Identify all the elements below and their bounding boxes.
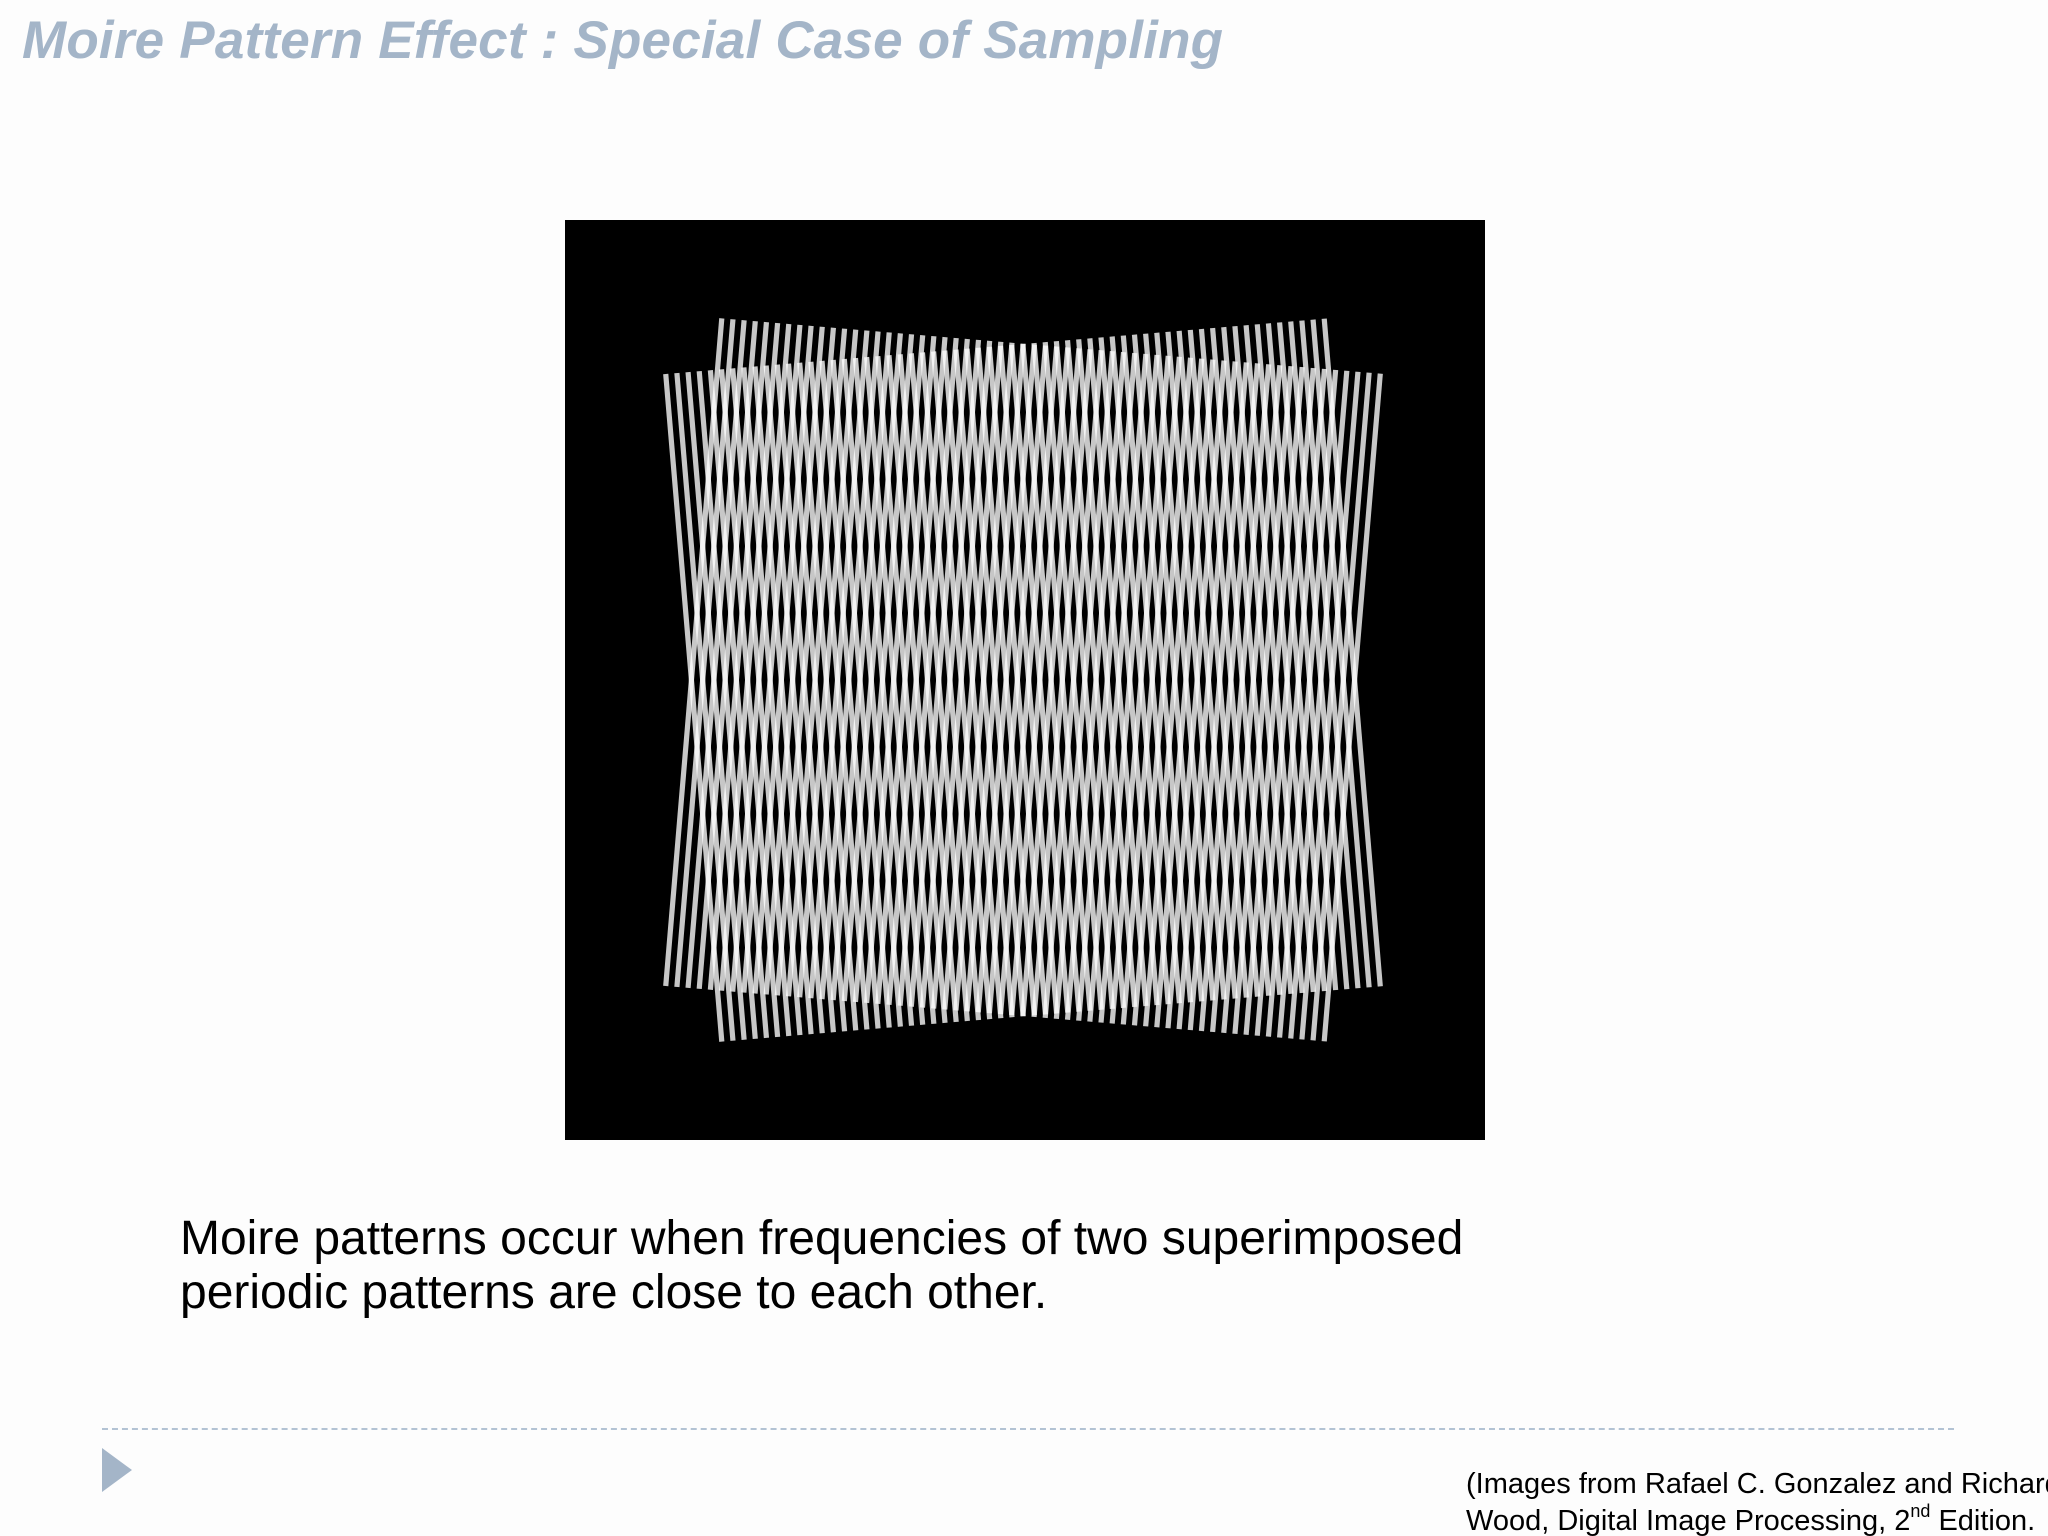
stripe xyxy=(1143,333,1205,1002)
stripe xyxy=(997,345,1060,1014)
stripe xyxy=(1299,320,1361,989)
stripe xyxy=(841,358,903,1027)
stripe xyxy=(663,373,725,1042)
stripe xyxy=(1321,318,1383,987)
stripe xyxy=(1210,327,1272,996)
stripe xyxy=(886,355,948,1024)
slide-title: Moire Pattern Effect : Special Case of S… xyxy=(22,11,1224,70)
stripe xyxy=(707,370,770,1039)
stripe xyxy=(931,351,993,1020)
stripe xyxy=(864,356,926,1025)
stripe xyxy=(1120,335,1182,1004)
citation-line-2-start: Wood, Digital Image Processing, 2 xyxy=(1466,1505,1911,1536)
stripe xyxy=(674,372,736,1041)
stripe xyxy=(852,357,915,1026)
citation-line-2: Wood, Digital Image Processing, 2nd Edit… xyxy=(1466,1501,2048,1536)
stripe xyxy=(1053,340,1116,1010)
stripe xyxy=(1064,340,1127,1009)
stripe xyxy=(808,361,870,1030)
stripe xyxy=(1187,329,1249,998)
stripe xyxy=(1087,338,1149,1007)
stripe xyxy=(1131,334,1194,1003)
stripe xyxy=(1276,322,1339,991)
stripe xyxy=(730,368,792,1037)
stripe xyxy=(763,365,825,1034)
stripe xyxy=(1109,336,1171,1005)
stripe-layer-b xyxy=(663,318,1383,1042)
stripe xyxy=(1098,337,1160,1006)
stripe xyxy=(1254,324,1316,993)
stripe xyxy=(1042,341,1104,1010)
stripe xyxy=(752,366,814,1035)
stripe xyxy=(685,371,747,1040)
stripe xyxy=(830,359,892,1028)
caption-line-2: periodic patterns are close to each othe… xyxy=(180,1266,1048,1319)
stripe xyxy=(1076,339,1138,1008)
stripe xyxy=(1288,321,1350,990)
citation-superscript: nd xyxy=(1910,1501,1931,1522)
stripe xyxy=(986,346,1049,1015)
stripe xyxy=(1020,343,1082,1012)
stripe xyxy=(1165,331,1227,1000)
stripe xyxy=(1009,344,1071,1013)
stripe xyxy=(741,367,803,1036)
stripe xyxy=(785,363,848,1032)
stripe xyxy=(1265,323,1328,992)
stripe xyxy=(1176,330,1238,999)
citation-line-1: (Images from Rafael C. Gonzalez and Rich… xyxy=(1466,1468,2048,1500)
moire-pattern-graphic xyxy=(565,220,1485,1140)
stripe xyxy=(975,347,1037,1016)
triangle-bullet-icon xyxy=(102,1448,132,1492)
stripe xyxy=(797,362,859,1031)
stripe xyxy=(1221,326,1283,995)
stripe xyxy=(1031,342,1093,1011)
caption-text: Moire patterns occur when frequencies of… xyxy=(180,1212,1680,1320)
stripe xyxy=(696,370,758,1040)
stripe xyxy=(1154,332,1216,1001)
stripe xyxy=(942,350,1004,1019)
image-citation: (Images from Rafael C. Gonzalez and Rich… xyxy=(1466,1466,2048,1536)
stripe xyxy=(908,353,970,1022)
stripe xyxy=(964,348,1026,1017)
stripe xyxy=(774,364,836,1033)
stripe xyxy=(1310,319,1372,988)
stripe xyxy=(919,352,982,1021)
stripe xyxy=(875,355,937,1025)
stripe xyxy=(718,369,781,1038)
stripe xyxy=(953,349,1015,1018)
footer-divider xyxy=(102,1428,1954,1430)
stripe xyxy=(819,360,881,1029)
moire-pattern-image xyxy=(565,220,1485,1140)
stripe xyxy=(1232,325,1294,995)
stripe xyxy=(1198,328,1261,997)
stripe xyxy=(897,354,959,1023)
stripe xyxy=(1243,325,1305,994)
citation-line-2-end: Edition. xyxy=(1930,1505,2036,1536)
caption-line-1: Moire patterns occur when frequencies of… xyxy=(180,1212,1464,1265)
